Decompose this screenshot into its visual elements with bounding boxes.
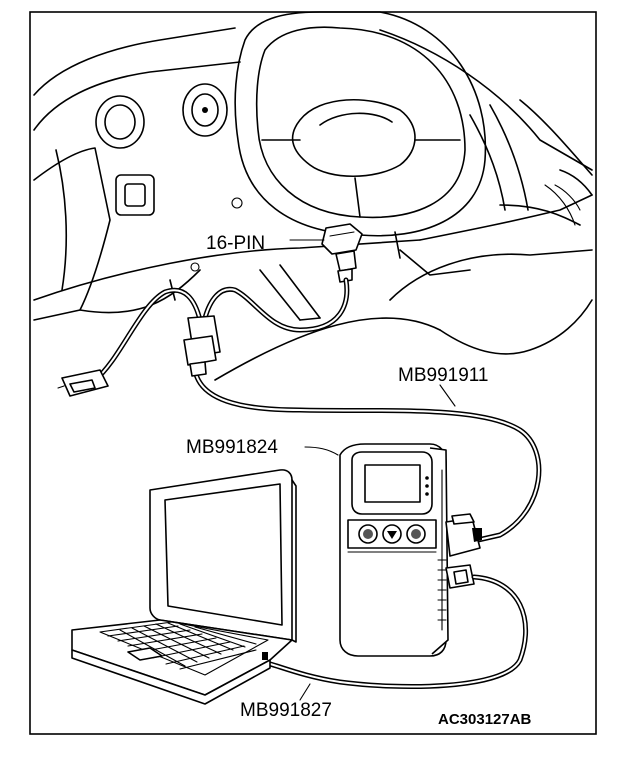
harness-leader-line	[439, 384, 456, 407]
label-mb991824: MB991824	[186, 437, 278, 458]
scan-tool-button-right	[406, 524, 426, 544]
label-mb991911: MB991911	[398, 365, 489, 386]
scan-tool-button-left	[358, 524, 378, 544]
usb-cable-leader-line	[299, 683, 311, 701]
scan-tool-button-center	[382, 524, 402, 544]
scan-tool-device	[339, 443, 482, 657]
steering-wheel	[234, 11, 487, 261]
dashboard-illustration	[33, 27, 593, 381]
label-16-pin: 16-PIN	[206, 233, 265, 254]
label-mb991827: MB991827	[240, 700, 332, 721]
dash-switch	[115, 174, 155, 216]
figure-id: AC303127AB	[438, 711, 532, 728]
obd-16-pin-connector	[321, 223, 363, 283]
center-vent	[182, 83, 228, 137]
left-vent	[95, 95, 145, 149]
scan-tool-leader-line	[304, 446, 339, 456]
main-harness-cable	[57, 277, 542, 543]
laptop-computer	[71, 469, 297, 705]
